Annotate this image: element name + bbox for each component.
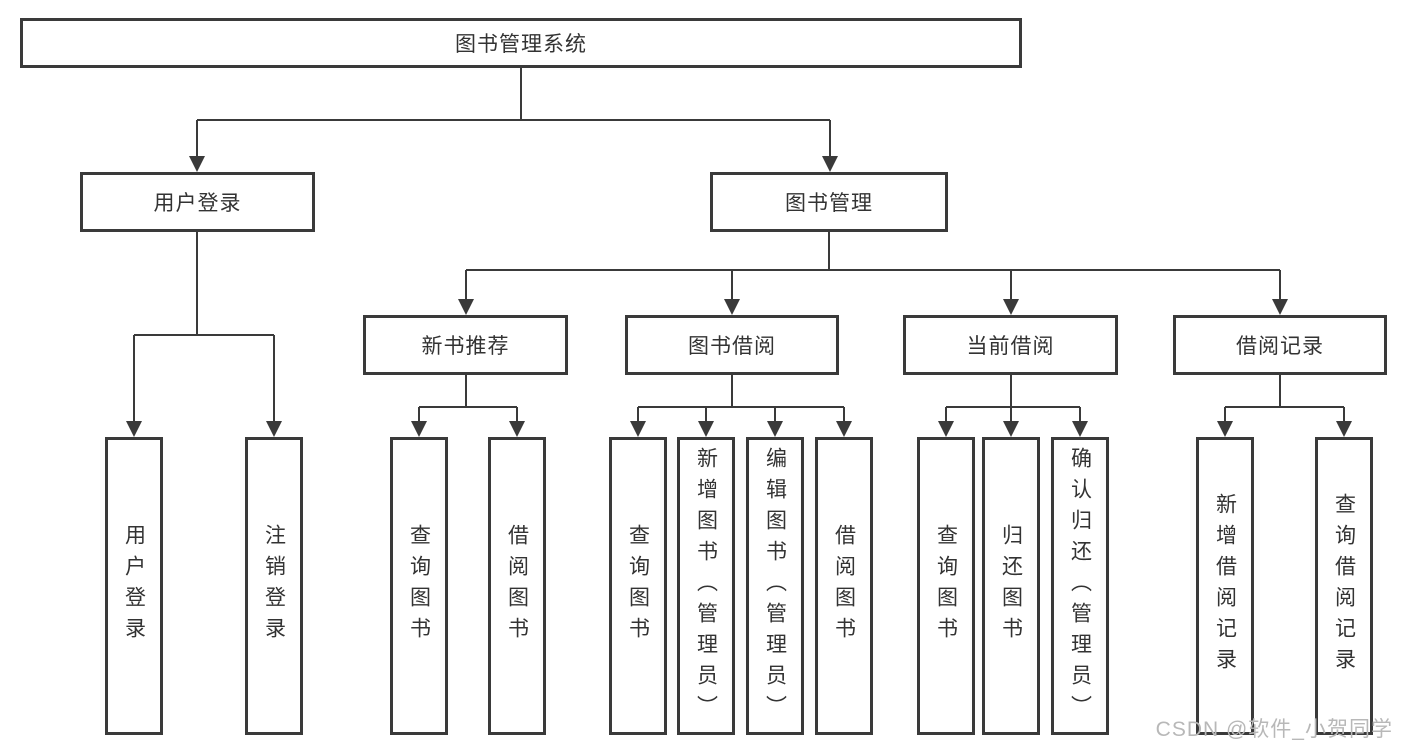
node-user-login: 用户登录 (80, 172, 315, 232)
node-book-borrowing: 图书借阅 (625, 315, 839, 375)
leaf-label: 查询图书 (407, 524, 431, 648)
node-new-book-recommendation: 新书推荐 (363, 315, 568, 375)
leaf-current-return-books: 归还图书 (982, 437, 1040, 735)
node-label: 借阅记录 (1236, 335, 1324, 358)
node-current-borrowing: 当前借阅 (903, 315, 1118, 375)
leaf-label: 确认归还（管理员） (1068, 446, 1092, 726)
leaf-label: 归还图书 (999, 524, 1023, 648)
node-label: 用户登录 (153, 192, 242, 215)
leaf-label: 新增借阅记录 (1213, 493, 1237, 679)
leaf-label: 查询借阅记录 (1332, 493, 1356, 679)
leaf-records-add-record: 新增借阅记录 (1196, 437, 1254, 735)
connector-edges (133, 68, 1345, 423)
leaf-label: 注销登录 (262, 524, 286, 648)
leaf-borrowing-borrow-books: 借阅图书 (815, 437, 873, 735)
leaf-logout: 注销登录 (245, 437, 303, 735)
leaf-borrowing-add-books-admin: 新增图书（管理员） (677, 437, 735, 735)
leaf-label: 借阅图书 (832, 524, 856, 648)
leaf-label: 查询图书 (626, 524, 650, 648)
arrowheads (126, 156, 1352, 437)
leaf-records-query-record: 查询借阅记录 (1315, 437, 1373, 735)
leaf-label: 用户登录 (122, 524, 146, 648)
node-label: 当前借阅 (966, 335, 1055, 358)
node-label: 图书管理系统 (455, 33, 587, 56)
leaf-label: 编辑图书（管理员） (763, 446, 787, 726)
leaf-user-login: 用户登录 (105, 437, 163, 735)
node-library-management-system: 图书管理系统 (20, 18, 1022, 68)
node-label: 新书推荐 (421, 335, 510, 358)
leaf-newbooks-borrow-books: 借阅图书 (488, 437, 546, 735)
leaf-label: 新增图书（管理员） (694, 446, 718, 726)
node-label: 图书管理 (785, 192, 873, 215)
leaf-borrowing-query-books: 查询图书 (609, 437, 667, 735)
leaf-label: 借阅图书 (505, 524, 529, 648)
node-borrowing-records: 借阅记录 (1173, 315, 1387, 375)
leaf-current-confirm-return-admin: 确认归还（管理员） (1051, 437, 1109, 735)
leaf-borrowing-edit-books-admin: 编辑图书（管理员） (746, 437, 804, 735)
leaf-newbooks-query-books: 查询图书 (390, 437, 448, 735)
node-book-management: 图书管理 (710, 172, 948, 232)
leaf-current-query-books: 查询图书 (917, 437, 975, 735)
csdn-watermark: CSDN @软件_小贺同学 (1155, 718, 1393, 741)
leaf-label: 查询图书 (934, 524, 958, 648)
node-label: 图书借阅 (688, 335, 776, 358)
